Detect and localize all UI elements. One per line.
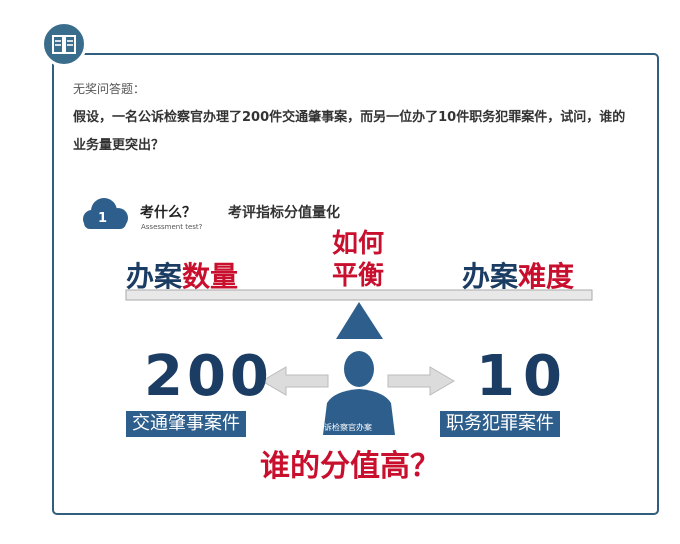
header-title: 考什么？	[140, 205, 196, 221]
step-number: 1	[98, 211, 108, 226]
header-topic: 考评指标分值量化	[228, 205, 340, 221]
left-title-a: 办案	[126, 260, 183, 293]
quiz-card	[52, 53, 659, 515]
book-icon-badge	[41, 21, 87, 67]
header-subtitle: Assessment test?	[141, 223, 203, 231]
infographic: 1 考什么？ Assessment test? 考评指标分值量化 如何 平衡 办…	[74, 189, 640, 487]
infographic-graphics	[83, 198, 593, 435]
left-title-b: 数量	[182, 260, 239, 293]
quiz-intro: 无奖问答题：	[73, 82, 146, 96]
book-icon	[52, 35, 76, 54]
right-caption: 职务犯罪案件	[440, 411, 560, 437]
balance-beam	[125, 289, 593, 301]
left-title: 办案数量	[126, 255, 238, 295]
balance-fulcrum	[336, 302, 383, 339]
person-label: 公诉检察官办案	[316, 423, 372, 432]
right-title-a: 办案	[462, 260, 519, 293]
right-title-b: 难度	[518, 260, 575, 293]
quiz-question: 假设，一名公诉检察官办理了200件交通肇事案，而另一位办了10件职务犯罪案件，试…	[73, 110, 626, 153]
balance-line1: 如何	[332, 229, 385, 259]
cloud-icon	[83, 198, 128, 229]
person-silhouette	[323, 351, 395, 435]
right-arrow	[387, 366, 455, 396]
left-caption: 交通肇事案件	[126, 411, 246, 437]
right-number: 10	[476, 344, 570, 409]
left-number: 200	[144, 344, 273, 409]
balance-line2: 平衡	[332, 261, 385, 291]
left-arrow	[261, 366, 329, 396]
bottom-question: 谁的分值高？	[260, 449, 440, 484]
right-title: 办案难度	[462, 255, 574, 295]
